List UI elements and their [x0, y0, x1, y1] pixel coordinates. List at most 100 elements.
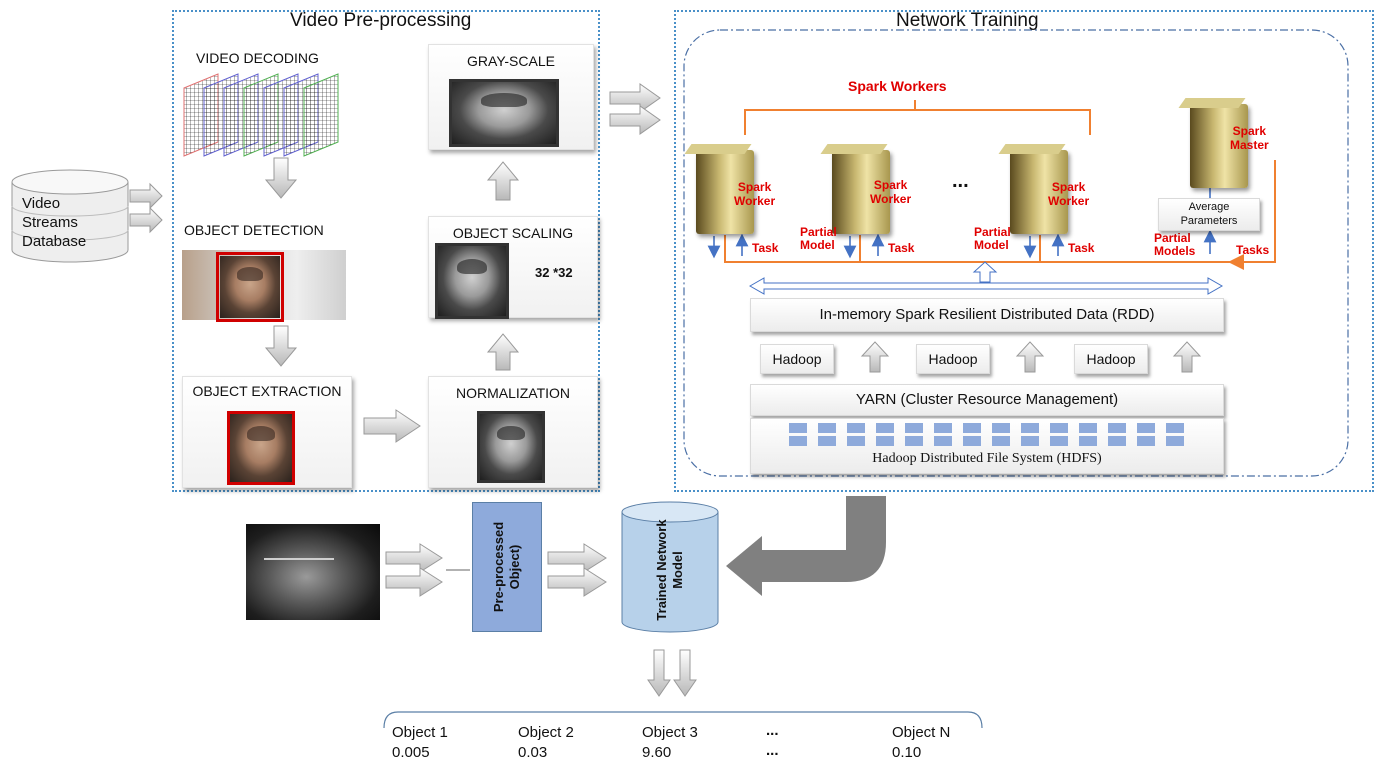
up-arrow-icon — [486, 161, 520, 371]
step-label: VIDEO DECODING — [196, 50, 319, 66]
step-label: NORMALIZATION — [455, 385, 571, 401]
step-label: OBJECT EXTRACTION — [192, 383, 342, 399]
result-score: ... — [766, 742, 779, 759]
server-icon — [1010, 150, 1068, 234]
result-name: ... — [766, 722, 779, 739]
gray-scale-step: GRAY-SCALE — [428, 44, 594, 150]
double-arrow-icon — [609, 83, 661, 135]
storage-block — [1050, 423, 1068, 433]
result-name: Object 1 — [392, 724, 448, 741]
storage-block — [1108, 436, 1126, 446]
storage-block — [1166, 423, 1184, 433]
hadoop-node: Hadoop — [760, 344, 834, 374]
double-arrow-icon — [129, 182, 163, 234]
face-image — [477, 411, 545, 483]
result-score: 0.005 — [392, 744, 430, 761]
partial-models-label: Partial Models — [1154, 231, 1196, 258]
preprocessing-title: Video Pre-processing — [290, 10, 472, 31]
down-arrow-icon — [264, 157, 298, 367]
ellipsis: ... — [952, 170, 969, 192]
yarn-layer: YARN (Cluster Resource Management) — [750, 384, 1224, 416]
storage-block — [934, 436, 952, 446]
task-label: Task — [888, 241, 915, 255]
storage-block — [1021, 423, 1039, 433]
normalization-step: NORMALIZATION — [428, 376, 598, 488]
storage-block — [1079, 423, 1097, 433]
storage-block — [905, 423, 923, 433]
preprocessed-label: Pre-processed Object) — [491, 521, 522, 613]
hadoop-node: Hadoop — [1074, 344, 1148, 374]
tasks-label: Tasks — [1236, 243, 1270, 257]
hdfs-label: Hadoop Distributed File System (HDFS) — [872, 451, 1102, 466]
results-brace — [383, 711, 983, 729]
scale-size: 32 *32 — [535, 265, 573, 280]
cluster-boundary — [683, 29, 1349, 477]
average-parameters-box: Average Parameters — [1158, 198, 1260, 231]
training-title: Network Training — [896, 10, 1039, 31]
storage-block — [876, 436, 894, 446]
database-line: Streams — [22, 214, 78, 231]
storage-block — [818, 423, 836, 433]
worker-label: Spark Worker — [1048, 180, 1090, 208]
storage-block — [905, 436, 923, 446]
glasses — [264, 558, 334, 572]
storage-block — [1021, 436, 1039, 446]
master-label: Spark Master — [1230, 124, 1269, 152]
server-icon — [696, 150, 754, 234]
right-arrow-icon — [363, 409, 421, 443]
partial-model-label: Partial Model — [800, 225, 837, 252]
hdfs-layer: Hadoop Distributed File System (HDFS) — [750, 418, 1224, 474]
object-extraction-step: OBJECT EXTRACTION — [182, 376, 352, 488]
result-score: 9.60 — [642, 744, 672, 761]
preprocessing-panel — [172, 10, 600, 492]
worker-label: Spark Worker — [734, 180, 776, 208]
orange-bus — [724, 160, 1276, 270]
storage-block — [847, 423, 865, 433]
result-name: Object N — [892, 724, 951, 741]
video-decoding-step: VIDEO DECODING — [182, 44, 342, 157]
step-label: OBJECT SCALING — [452, 225, 574, 241]
storage-block — [963, 423, 981, 433]
server-icon — [1190, 104, 1248, 188]
storage-block — [1050, 436, 1068, 446]
storage-block — [818, 436, 836, 446]
worker-label: Spark Worker — [870, 178, 912, 206]
hadoop-node: Hadoop — [916, 344, 990, 374]
database-label: Video Streams Database — [22, 194, 86, 251]
task-label: Task — [1068, 241, 1095, 255]
result-score: 0.03 — [518, 744, 548, 761]
database-line: Video — [22, 195, 61, 212]
detection-scene — [182, 250, 346, 322]
storage-block — [1166, 436, 1184, 446]
model-label: Trained Network Model — [654, 519, 685, 621]
storage-block — [992, 436, 1010, 446]
face-image — [220, 256, 280, 318]
step-label: OBJECT DETECTION — [184, 222, 324, 238]
result-score: 0.10 — [892, 744, 922, 761]
object-detection-step: OBJECT DETECTION — [182, 220, 346, 322]
spark-workers-label: Spark Workers — [848, 78, 947, 94]
face-image — [435, 243, 509, 319]
object-scaling-step: OBJECT SCALING 32 *32 — [428, 216, 598, 319]
storage-block — [992, 423, 1010, 433]
storage-block — [789, 436, 807, 446]
frames-icon — [183, 73, 339, 157]
training-panel — [674, 10, 1374, 492]
input-face-image — [246, 524, 380, 620]
result-name: Object 3 — [642, 724, 698, 741]
workers-bracket — [744, 100, 1091, 135]
storage-block — [789, 423, 807, 433]
detection-box — [216, 252, 284, 322]
storage-block — [963, 436, 981, 446]
storage-block — [934, 423, 952, 433]
step-label: GRAY-SCALE — [467, 53, 555, 69]
face-image — [227, 411, 295, 485]
model-cylinder-icon — [621, 501, 719, 633]
database-icon — [11, 169, 129, 263]
storage-block — [1137, 423, 1155, 433]
preprocessed-object-box: Pre-processed Object) — [472, 502, 542, 632]
partial-model-label: Partial Model — [974, 225, 1011, 252]
storage-block — [1137, 436, 1155, 446]
storage-block — [876, 423, 894, 433]
